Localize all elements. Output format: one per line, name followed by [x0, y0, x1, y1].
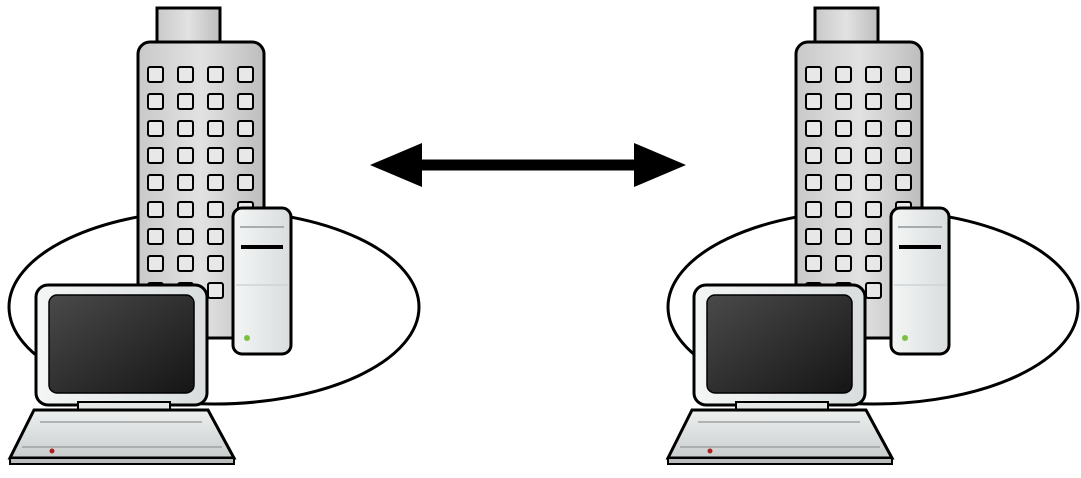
building-window	[178, 67, 193, 82]
laptop-led	[708, 449, 713, 454]
building-window	[148, 202, 163, 217]
building-window	[866, 94, 881, 109]
building-window	[866, 67, 881, 82]
site-right	[668, 8, 1078, 464]
building-window	[208, 148, 223, 163]
building-window	[178, 175, 193, 190]
building-window	[148, 94, 163, 109]
building-window	[238, 121, 253, 136]
building-window	[806, 121, 821, 136]
laptop-led	[50, 449, 55, 454]
building-window	[836, 229, 851, 244]
building-window	[836, 67, 851, 82]
building-window	[148, 121, 163, 136]
building-window	[836, 175, 851, 190]
power-led	[902, 335, 908, 341]
building-window	[178, 94, 193, 109]
power-led	[244, 335, 250, 341]
building-window	[836, 94, 851, 109]
building-window	[148, 175, 163, 190]
building-window	[836, 121, 851, 136]
double-headed-arrow	[370, 143, 686, 187]
building-window	[836, 256, 851, 271]
building-window	[238, 94, 253, 109]
building-window	[866, 256, 881, 271]
building-window	[148, 229, 163, 244]
building-window	[836, 148, 851, 163]
building-window	[178, 148, 193, 163]
building-window	[208, 229, 223, 244]
building-window	[208, 283, 223, 298]
building-window	[178, 229, 193, 244]
building-window	[238, 148, 253, 163]
building-window	[238, 67, 253, 82]
building-window	[806, 175, 821, 190]
building-window	[806, 256, 821, 271]
building-window	[806, 94, 821, 109]
building-window	[806, 229, 821, 244]
building-window	[806, 148, 821, 163]
laptop-icon	[668, 285, 892, 464]
building-window	[178, 256, 193, 271]
server-tower-icon	[891, 208, 949, 354]
building-window	[896, 148, 911, 163]
building-window	[178, 202, 193, 217]
building-window	[208, 202, 223, 217]
laptop-icon	[10, 285, 234, 464]
building-window	[208, 67, 223, 82]
building-window	[866, 202, 881, 217]
building-window	[806, 202, 821, 217]
building-window	[148, 256, 163, 271]
building-window	[866, 175, 881, 190]
building-window	[208, 121, 223, 136]
building-window	[866, 283, 881, 298]
building-window	[896, 175, 911, 190]
building-window	[208, 175, 223, 190]
building-window	[836, 202, 851, 217]
building-window	[866, 148, 881, 163]
site-left	[9, 8, 419, 464]
building-window	[866, 229, 881, 244]
server-tower-icon	[233, 208, 291, 354]
building-window	[806, 67, 821, 82]
building-window	[148, 67, 163, 82]
building-window	[896, 94, 911, 109]
building-window	[148, 148, 163, 163]
building-window	[208, 94, 223, 109]
building-window	[178, 121, 193, 136]
building-window	[208, 256, 223, 271]
building-window	[896, 67, 911, 82]
building-window	[238, 175, 253, 190]
building-window	[896, 121, 911, 136]
building-window	[866, 121, 881, 136]
